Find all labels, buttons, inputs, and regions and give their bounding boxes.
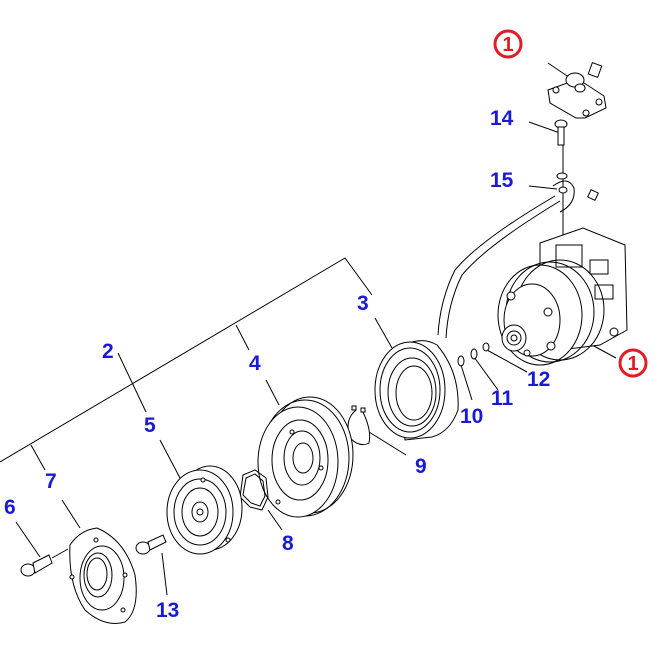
part-compressor[interactable] <box>497 227 628 366</box>
callout-15[interactable]: 15 <box>490 169 514 192</box>
callout-13[interactable]: 13 <box>156 599 179 622</box>
part-washers[interactable] <box>457 342 490 367</box>
part-pulley[interactable] <box>257 396 354 518</box>
callout-6[interactable]: 6 <box>4 496 16 519</box>
callout-11[interactable]: 11 <box>491 387 514 410</box>
part-mount-fitting[interactable] <box>547 62 607 119</box>
callout-3[interactable]: 3 <box>357 292 369 315</box>
svg-text:1: 1 <box>502 34 513 56</box>
callout-1-top[interactable]: 1 <box>493 29 523 59</box>
callout-2[interactable]: 2 <box>102 340 114 363</box>
callout-12[interactable]: 12 <box>527 368 550 391</box>
callout-7[interactable]: 7 <box>45 470 57 493</box>
callout-1-compressor[interactable]: 1 <box>618 348 648 378</box>
assembly-bracket <box>0 257 373 471</box>
part-screw[interactable] <box>554 119 568 146</box>
part-shim[interactable] <box>239 469 269 511</box>
part-clutch-hub[interactable] <box>166 465 243 555</box>
leader-lines <box>15 62 617 596</box>
callout-4[interactable]: 4 <box>249 352 261 375</box>
part-clamp-hose[interactable] <box>437 172 599 339</box>
svg-text:1: 1 <box>627 353 638 375</box>
callout-5[interactable]: 5 <box>144 414 156 437</box>
part-bolt-13[interactable] <box>135 534 167 555</box>
part-snap-ring[interactable] <box>347 405 371 446</box>
callout-9[interactable]: 9 <box>415 455 427 478</box>
part-bolt-6[interactable] <box>20 548 69 577</box>
callout-14[interactable]: 14 <box>490 107 514 130</box>
part-stator-coil[interactable] <box>374 340 459 441</box>
part-cover-plate[interactable] <box>69 527 137 624</box>
callout-8[interactable]: 8 <box>282 532 294 555</box>
callout-10[interactable]: 10 <box>460 405 483 428</box>
